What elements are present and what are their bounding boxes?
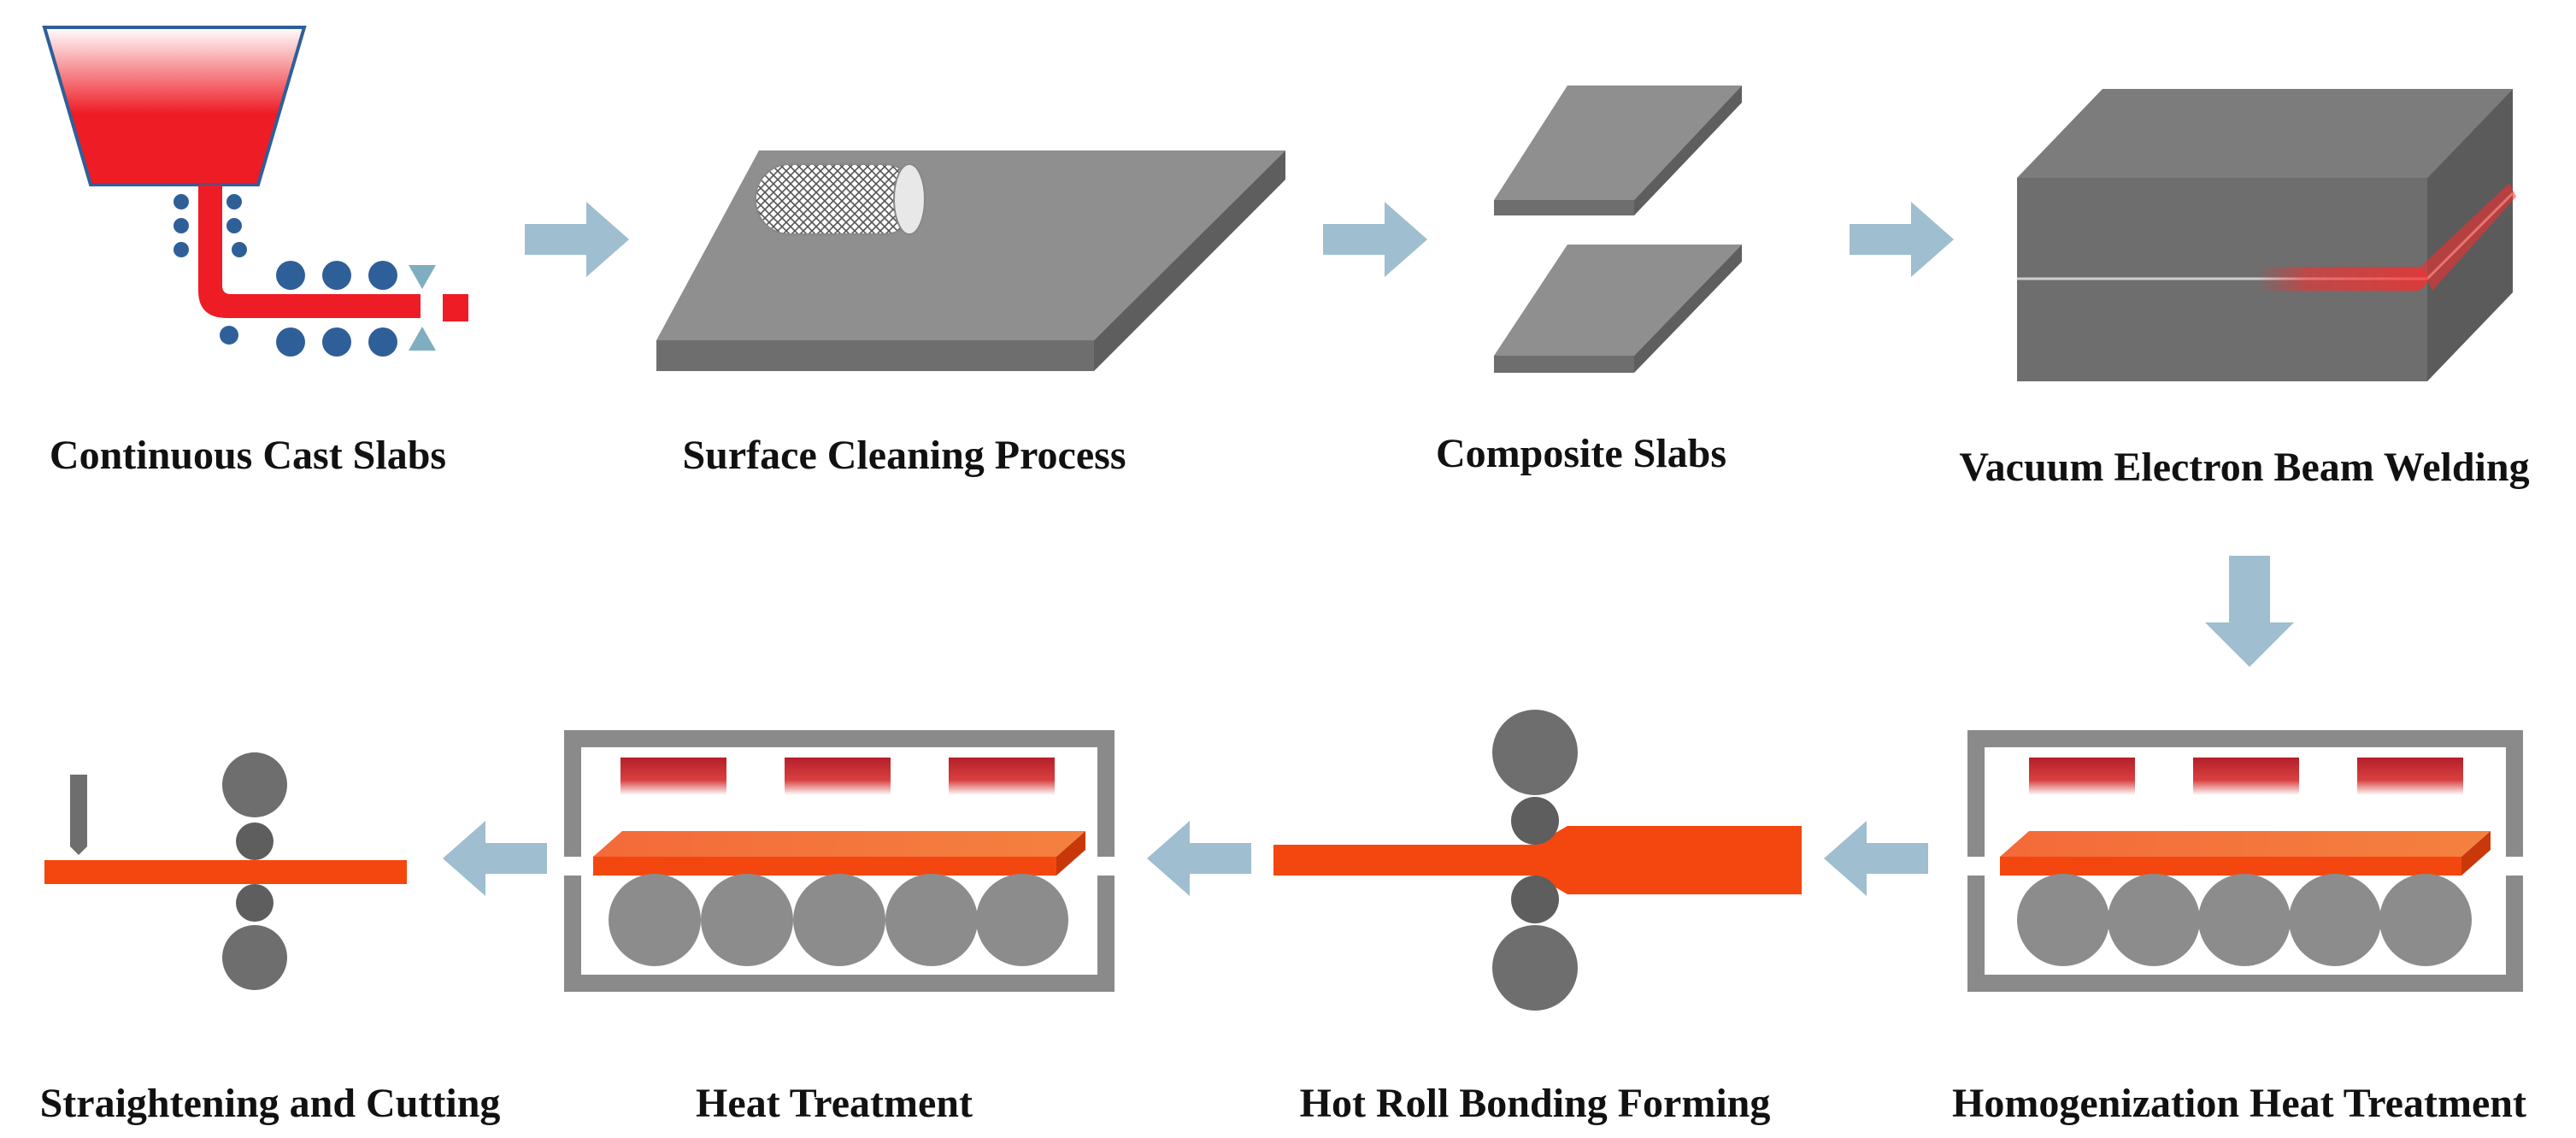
arrow-left-icon (1147, 821, 1251, 896)
cleaning-brush-icon (755, 163, 926, 235)
upper-backup-roll (1492, 710, 1578, 795)
step-label-heat-treatment: Heat Treatment (696, 1081, 973, 1126)
cutter-blades (409, 265, 436, 351)
lower-work-roll (1511, 876, 1559, 923)
lower-slab (1494, 245, 1742, 373)
lower-backup-roll (1492, 925, 1578, 1011)
heater-elements (2029, 758, 2463, 795)
step-label-continuous-cast-slabs: Continuous Cast Slabs (50, 433, 446, 478)
upper-small-roll (236, 823, 273, 860)
lower-straightening-roll (222, 925, 287, 990)
step-label-vacuum-electron-beam-welding: Vacuum Electron Beam Welding (1959, 445, 2529, 490)
rolling-mill-icon (1273, 710, 1802, 1011)
step-label-hot-roll-bonding-forming: Hot Roll Bonding Forming (1300, 1081, 1771, 1126)
stacked-slabs-icon (1494, 85, 1742, 373)
continuous-caster-icon (42, 26, 468, 357)
welded-block-icon (2017, 89, 2516, 381)
arrow-left-icon (1824, 821, 1928, 896)
strand (198, 185, 421, 318)
rolled-slab (1273, 826, 1802, 894)
step-label-composite-slabs: Composite Slabs (1436, 431, 1726, 476)
arrow-left-icon (443, 821, 547, 896)
weld-glow-side (2420, 183, 2516, 291)
roller-row (609, 874, 1068, 966)
steel-plate-icon (656, 150, 1285, 371)
furnace-icon (564, 730, 1115, 992)
weld-glow (2256, 267, 2427, 291)
arrow-right-icon (1323, 202, 1427, 277)
upper-work-roll (1511, 797, 1559, 845)
slab (2000, 831, 2491, 876)
arrow-right-icon (1850, 202, 1954, 277)
upper-straightening-roll (222, 752, 287, 817)
step-label-straightening-and-cutting: Straightening and Cutting (40, 1081, 501, 1126)
caster-rolls (173, 194, 397, 357)
arrow-down-icon (2205, 556, 2294, 667)
cutter-blade (70, 775, 87, 855)
step-label-homogenization-heat-treatment: Homogenization Heat Treatment (1952, 1081, 2526, 1126)
upper-slab (1494, 85, 1742, 215)
cut-slab (443, 294, 468, 321)
heater-elements (620, 758, 1055, 795)
lower-small-roll (236, 884, 273, 922)
cut-plate (44, 860, 407, 884)
roller-row (2017, 874, 2472, 966)
step-label-surface-cleaning-process: Surface Cleaning Process (682, 433, 1126, 478)
slab (593, 831, 1085, 876)
cutter-icon (44, 752, 407, 990)
arrow-right-icon (525, 202, 629, 277)
ladle (42, 26, 307, 186)
furnace-icon (1967, 730, 2523, 992)
